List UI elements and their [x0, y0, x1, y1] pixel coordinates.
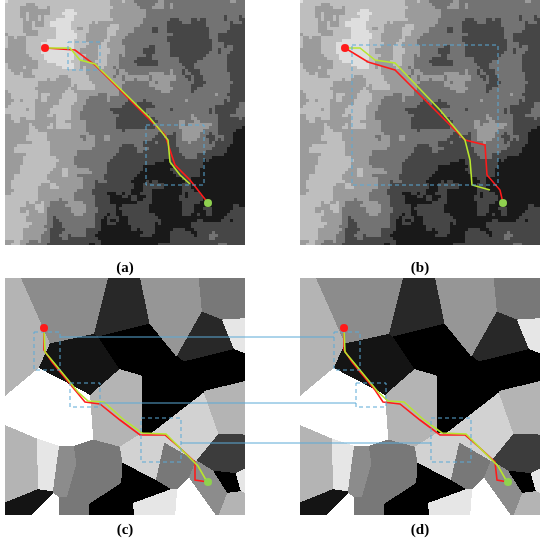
voronoi-map: [300, 278, 540, 515]
terrain-map: [5, 0, 245, 245]
panel-label: (d): [411, 521, 429, 538]
terrain-map: [300, 0, 540, 245]
panel-label: (a): [116, 259, 134, 276]
panel-label: (c): [117, 521, 134, 538]
panel-label: (b): [411, 259, 429, 276]
